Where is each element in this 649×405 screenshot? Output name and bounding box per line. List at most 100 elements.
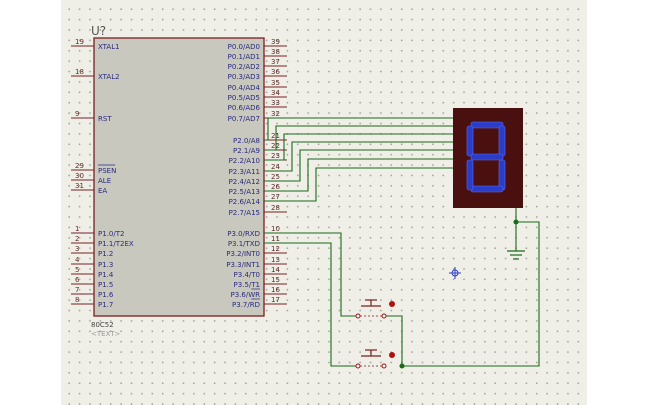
segment-g [470, 153, 504, 161]
digit-value: 8 [61, 0, 62, 1]
pin-number: 38 [271, 48, 280, 56]
pin-label: P1.3 [98, 261, 113, 269]
pin-label: P2.1/A9 [233, 147, 260, 155]
pin-number: 30 [75, 172, 84, 180]
pin-label: PSEN [98, 167, 116, 175]
pin-6[interactable]: 6P1.5 [71, 276, 113, 289]
wire-p25 [264, 158, 453, 192]
pin-label: P1.2 [98, 250, 113, 258]
pin-number: 3 [75, 245, 79, 253]
pin-number: 16 [271, 286, 280, 294]
button-pin-icon[interactable] [389, 352, 395, 358]
common-return-wire [402, 221, 540, 367]
pin-number: 27 [271, 193, 280, 201]
display-bus-wires[interactable] [264, 117, 453, 202]
pin-label: P2.3/A11 [229, 168, 260, 176]
segment-f [466, 125, 474, 157]
pin-label: P0.1/AD1 [228, 53, 260, 61]
pin-label: XTAL2 [98, 73, 120, 81]
pin-label: P2.6/A14 [229, 198, 261, 206]
pin-label: P0.7/AD7 [228, 115, 260, 123]
pin-label: ALE [98, 177, 111, 185]
button-pin-icon[interactable] [389, 301, 395, 307]
pin-8[interactable]: 8P1.7 [71, 296, 113, 309]
push-button-2[interactable] [355, 349, 395, 369]
wire-p30 [264, 232, 356, 317]
pin-number: 32 [271, 110, 280, 118]
pin-label: P3.5/T1 [234, 281, 260, 289]
segment-e [466, 159, 474, 191]
pin-label: P3.4/T0 [234, 271, 260, 279]
pin-number: 29 [75, 162, 84, 170]
pin-7[interactable]: 7P1.6 [71, 286, 114, 299]
button-wires[interactable] [264, 232, 405, 369]
pin-number: 33 [271, 99, 280, 107]
pin-number: 6 [75, 276, 80, 284]
pin-label: P1.4 [98, 271, 114, 279]
reference-designator: U? [91, 24, 106, 38]
pin-number: 34 [271, 89, 280, 97]
pin-number: 4 [75, 256, 80, 264]
wire-p31 [264, 242, 356, 367]
junction-dot [399, 363, 405, 369]
ground-wiring[interactable] [402, 208, 540, 367]
schematic-canvas[interactable]: U? 19XTAL118XTAL29RST29PSEN30ALE31EA1P1.… [61, 0, 587, 405]
pin-number: 9 [75, 110, 79, 118]
microcontroller[interactable]: U? 19XTAL118XTAL29RST29PSEN30ALE31EA1P1.… [71, 24, 287, 338]
pin-3[interactable]: 3P1.2 [71, 245, 113, 258]
pin-2[interactable]: 2P1.1/T2EX [71, 235, 134, 248]
pin-label: P0.5/AD5 [228, 94, 260, 102]
pin-number: 24 [271, 163, 280, 171]
pin-label: P3.2/INT0 [226, 250, 260, 258]
pin-label: P0.3/AD3 [228, 73, 260, 81]
segment-a [470, 121, 504, 129]
pin-number: 8 [75, 296, 79, 304]
pin-number: 14 [271, 266, 280, 274]
right-pins: 39P0.0/AD038P0.1/AD137P0.2/AD236P0.3/AD3… [226, 38, 287, 309]
pin-label: P3.6/WR [231, 291, 261, 299]
pin-number: 31 [75, 182, 84, 190]
chip-body[interactable] [93, 37, 265, 317]
pin-label: P2.0/A8 [233, 137, 260, 145]
pin-1[interactable]: 1P1.0/T2 [71, 225, 124, 238]
pin-5[interactable]: 5P1.4 [71, 266, 114, 279]
pin-label: P2.5/A13 [229, 188, 260, 196]
text-placeholder: <TEXT> [91, 330, 121, 338]
seven-segment-display[interactable]: 8 [61, 0, 523, 208]
pin-number: 13 [271, 256, 280, 264]
ground-icon [507, 250, 525, 260]
pin-label: XTAL1 [98, 43, 120, 51]
pin-4[interactable]: 4P1.3 [71, 256, 113, 269]
part-value: 80C52 [91, 321, 114, 329]
pin-number: 11 [271, 235, 280, 243]
pin-number: 19 [75, 38, 84, 46]
pin-number: 7 [75, 286, 79, 294]
pin-number: 15 [271, 276, 280, 284]
pin-label: P1.0/T2 [98, 230, 124, 238]
pin-label: P0.4/AD4 [228, 84, 261, 92]
pin-label: P3.0/RXD [227, 230, 260, 238]
pin-label: RST [98, 115, 112, 123]
push-button-1[interactable] [355, 299, 395, 319]
